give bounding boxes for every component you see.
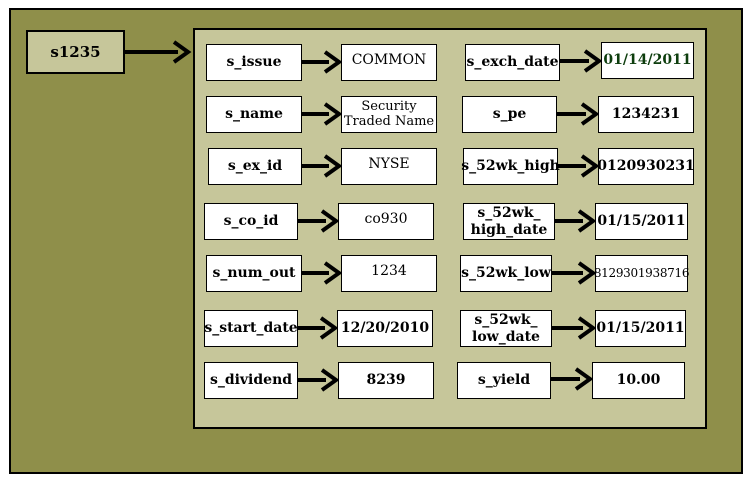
field-name-box: s_start_date bbox=[204, 310, 298, 347]
field-name-box: s_pe bbox=[462, 96, 557, 133]
field-name-box: s_issue bbox=[206, 44, 302, 81]
field-value-box: 8129301938716 bbox=[594, 255, 689, 292]
field-value-box: 01/15/2011 bbox=[595, 310, 686, 347]
field-value-box: 10.00 bbox=[592, 362, 685, 399]
field-name-box: s_52wk_ low_date bbox=[460, 310, 552, 347]
field-name-box: s_ex_id bbox=[208, 148, 302, 185]
field-name-box: s_52wk_ high_date bbox=[463, 203, 555, 240]
field-name-box: s_52wk_high bbox=[461, 148, 560, 185]
field-name-box: s_name bbox=[206, 96, 302, 133]
field-value-box: co930 bbox=[338, 203, 434, 240]
field-name-box: s_co_id bbox=[204, 203, 298, 240]
field-value-box: 1234 bbox=[341, 255, 437, 292]
field-name-box: s_exch_date bbox=[465, 44, 560, 81]
field-name-box: s_yield bbox=[457, 362, 551, 399]
field-value-box: 01/15/2011 bbox=[595, 203, 688, 240]
field-name-box: s_52wk_low bbox=[460, 255, 552, 292]
key-box: s1235 bbox=[26, 30, 125, 74]
field-value-box: 8239 bbox=[338, 362, 434, 399]
field-value-box: 12/20/2010 bbox=[337, 310, 433, 347]
field-value-box: 0120930231 bbox=[597, 148, 695, 185]
field-value-box: COMMON bbox=[341, 44, 437, 81]
field-value-box: NYSE bbox=[341, 148, 437, 185]
field-value-box: 1234231 bbox=[598, 96, 694, 133]
field-name-box: s_dividend bbox=[204, 362, 298, 399]
field-value-box: 01/14/2011 bbox=[601, 42, 694, 79]
field-name-box: s_num_out bbox=[206, 255, 302, 292]
field-value-box: Security Traded Name bbox=[341, 96, 437, 133]
